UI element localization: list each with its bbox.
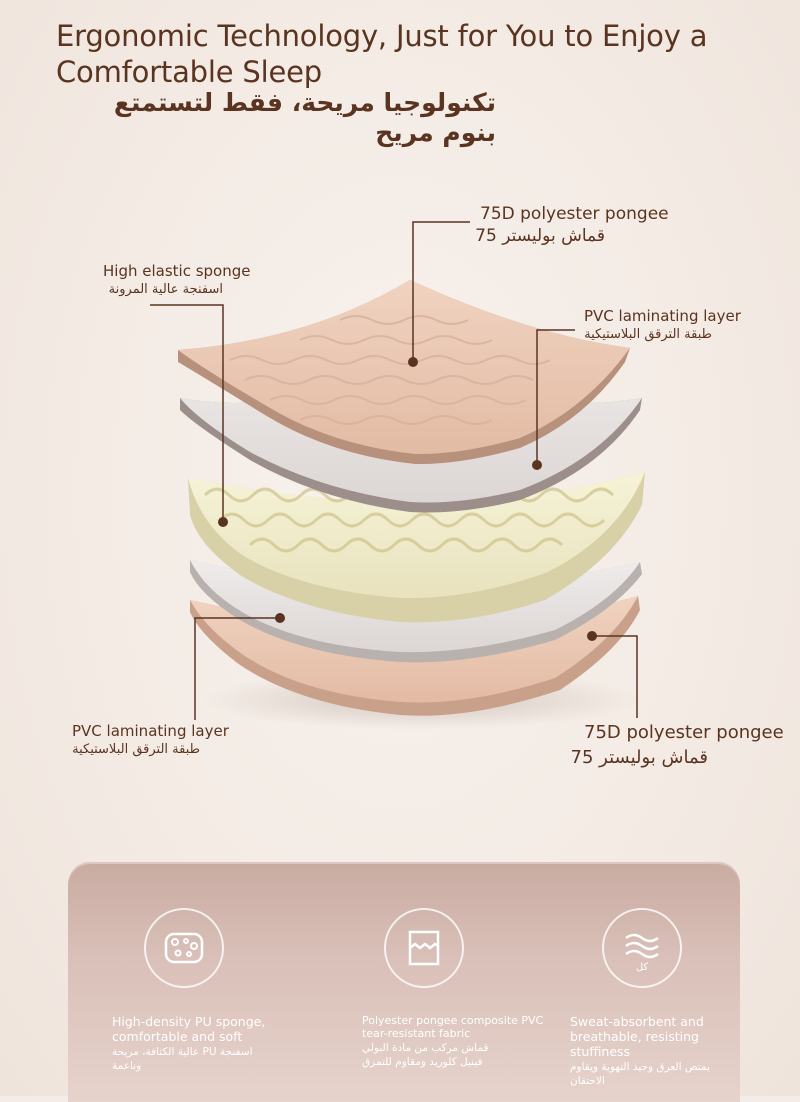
leader-sponge — [150, 304, 224, 522]
label-top-pongee: 75D polyester pongee قماش بوليستر 75 — [475, 204, 669, 246]
label-sponge: High elastic sponge اسفنجة عالية المرونة — [103, 262, 250, 297]
label-upper-pvc-en: PVC laminating layer — [584, 307, 741, 325]
layer-diagram — [150, 221, 645, 730]
features-panel: High-density PU sponge, comfortable and … — [68, 862, 740, 1102]
feature-breathable-text: Sweat-absorbent and breathable, resistin… — [570, 1014, 740, 1088]
feature-breathable-en: Sweat-absorbent and breathable, resistin… — [570, 1014, 704, 1059]
label-bottom-pongee-ar: قماش بوليستر 75 — [570, 747, 708, 768]
label-bottom-pongee: 75D polyester pongee قماش بوليستر 75 — [570, 722, 784, 768]
label-lower-pvc-en: PVC laminating layer — [72, 722, 229, 740]
feature-sponge-en: High-density PU sponge, comfortable and … — [112, 1014, 266, 1044]
top-pongee-layer — [178, 280, 630, 465]
label-lower-pvc-ar: طبقة الترقق البلاستيكية — [72, 742, 200, 757]
page-title: Ergonomic Technology, Just for You to En… — [56, 19, 708, 89]
leader-upper-pvc — [536, 329, 575, 465]
airflow-icon: كل — [602, 908, 682, 988]
fabric-icon — [384, 908, 464, 988]
sponge-layer — [188, 472, 645, 623]
label-bottom-pongee-en: 75D polyester pongee — [584, 722, 784, 743]
marker-top-pongee — [408, 357, 418, 367]
sponge-icon — [144, 908, 224, 988]
feature-fabric-text: Polyester pongee composite PVC tear-resi… — [362, 1014, 562, 1069]
marker-sponge — [218, 517, 228, 527]
feature-fabric-ar: قماش مركب من مادة البولي فينيل كلوريد وم… — [362, 1042, 489, 1068]
leader-lower-pvc — [194, 617, 280, 720]
label-upper-pvc: PVC laminating layer طبقة الترقق البلاست… — [584, 307, 741, 342]
feature-sponge-text: High-density PU sponge, comfortable and … — [112, 1014, 302, 1073]
label-upper-pvc-ar: طبقة الترقق البلاستيكية — [584, 327, 712, 342]
feature-breathable-ar: يمتص العرق وجيد التهوية ويقاوم الاحتقان — [570, 1061, 710, 1087]
label-lower-pvc: PVC laminating layer طبقة الترقق البلاست… — [72, 722, 229, 757]
marker-upper-pvc — [532, 460, 542, 470]
label-top-pongee-ar: قماش بوليستر 75 — [475, 226, 605, 246]
feature-fabric-en: Polyester pongee composite PVC tear-resi… — [362, 1014, 544, 1040]
label-sponge-en: High elastic sponge — [103, 262, 251, 280]
marker-bottom-pongee — [587, 631, 597, 641]
label-sponge-ar: اسفنجة عالية المرونة — [108, 282, 223, 297]
airflow-icon-text: كل — [636, 962, 649, 973]
page-title-arabic: تكنولوجيا مريحة، فقط لتستمتع بنوم مريح — [113, 88, 496, 147]
label-top-pongee-en: 75D polyester pongee — [480, 204, 669, 224]
leader-top-pongee — [412, 221, 470, 362]
feature-sponge-ar: اسفنجة PU عالية الكثافة، مريحة وناعمة — [112, 1046, 253, 1072]
marker-lower-pvc — [275, 613, 285, 623]
leader-bottom-pongee — [592, 635, 638, 718]
